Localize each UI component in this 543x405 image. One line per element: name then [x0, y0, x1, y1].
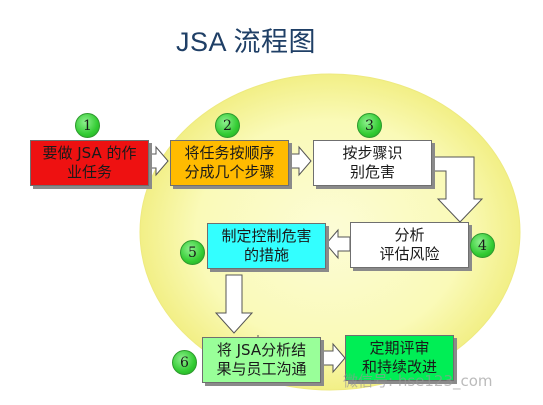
- watermark-text: 微信号: hse123_com: [343, 372, 493, 390]
- arrow-elbow-3-4: [433, 156, 484, 223]
- step-1-box: 要做 JSA 的作 业任务: [30, 140, 149, 186]
- arrow-right-2-3: [286, 145, 312, 177]
- step-4-label: 分析 评估风险: [379, 226, 440, 263]
- arrow-down-5-6: [214, 274, 254, 334]
- step-2-label: 将任务按顺序 分成几个步骤: [184, 144, 275, 181]
- step-7-label: 定期评审 和持续改进: [361, 339, 437, 376]
- step-5-box: 制定控制危害 的措施: [207, 223, 326, 269]
- step-6-box: 将 JSA分析结 果与员工沟通: [202, 337, 321, 383]
- step-1-number-badge: 1: [75, 113, 100, 138]
- step-6-number-badge: 6: [172, 350, 197, 375]
- step-6-label: 将 JSA分析结 果与员工沟通: [216, 341, 307, 378]
- step-3-number-badge: 3: [357, 113, 382, 138]
- step-4-number-badge: 4: [470, 233, 495, 258]
- step-5-label: 制定控制危害 的措施: [221, 227, 312, 264]
- step-3-box: 按步骤识 别危害: [313, 140, 432, 186]
- step-1-label: 要做 JSA 的作 业任务: [42, 144, 137, 181]
- step-7-box: 定期评审 和持续改进: [345, 335, 454, 381]
- step-4-box: 分析 评估风险: [350, 222, 469, 268]
- step-3-label: 按步骤识 别危害: [342, 144, 403, 181]
- step-2-number-badge: 2: [215, 113, 240, 138]
- page-title: JSA 流程图: [176, 27, 317, 57]
- arrow-left-4-5: [325, 228, 351, 260]
- arrow-right-6-7: [320, 342, 346, 374]
- step-5-number-badge: 5: [180, 240, 205, 265]
- step-2-box: 将任务按顺序 分成几个步骤: [170, 140, 289, 186]
